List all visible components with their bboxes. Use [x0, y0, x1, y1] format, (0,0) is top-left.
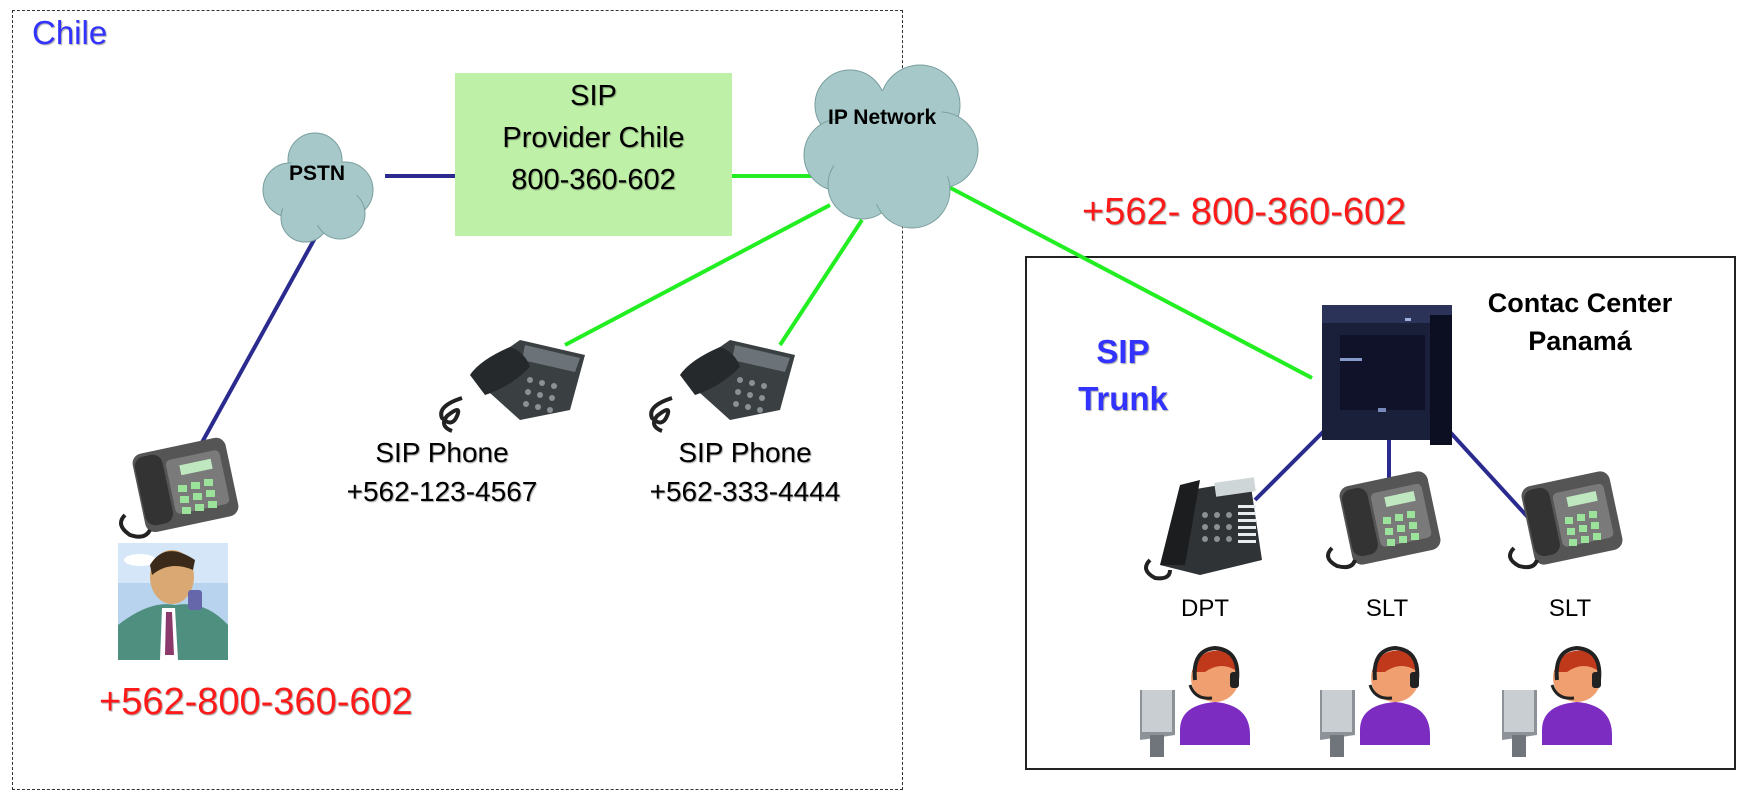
pstn-cloud-label: PSTN	[289, 162, 346, 185]
ip-network-cloud-label: IP Network	[828, 106, 937, 129]
pstn-cloud-icon	[262, 132, 374, 243]
sip-phone-1-icon	[439, 340, 585, 433]
slt-1-label: SLT	[1365, 595, 1409, 622]
link-ip-pbx	[944, 183, 1313, 380]
pbx-cabinet-icon	[1322, 305, 1452, 445]
sip-phone-1-number: +562-123-4567	[346, 476, 538, 507]
agent-1-icon	[1140, 645, 1250, 757]
dpt-label: DPT	[1181, 595, 1229, 622]
provider-line-3: 800-360-602	[511, 164, 676, 196]
caller-person-image	[118, 543, 228, 660]
link-ip-sip-phone-1	[564, 203, 831, 347]
sip-phone-2-label: SIP Phone	[678, 437, 812, 468]
sip-phone-2-icon	[649, 340, 795, 433]
provider-line-2: Provider Chile	[502, 122, 685, 154]
provider-line-1: SIP	[570, 80, 617, 112]
link-pstn-analog-phone	[198, 237, 317, 447]
link-ip-sip-phone-2	[778, 218, 864, 347]
slt-phone-2-icon	[1508, 471, 1623, 570]
sip-trunk-label-line-1: SIP	[1096, 333, 1150, 370]
caller-number: +562-800-360-602	[99, 681, 413, 723]
dpt-phone-icon	[1144, 477, 1262, 581]
sip-provider-box: SIP Provider Chile 800-360-602	[455, 73, 732, 236]
link-pbx-slt-2	[1448, 430, 1537, 527]
chile-region-label: Chile	[32, 14, 108, 51]
sip-phone-1-label: SIP Phone	[375, 437, 509, 468]
panama-title-line-1: Contac Center	[1487, 288, 1673, 318]
sip-phone-2-number: +562-333-4444	[649, 476, 841, 507]
sip-trunk-label-line-2: Trunk	[1078, 380, 1168, 417]
analog-phone-icon	[119, 437, 239, 539]
panama-title-line-2: Panamá	[1528, 326, 1632, 356]
panama-contact-center-region	[1025, 256, 1736, 770]
trunk-number: +562- 800-360-602	[1082, 191, 1407, 233]
agent-2-icon	[1320, 645, 1430, 757]
ip-network-cloud-icon	[803, 64, 979, 229]
slt-phone-1-icon	[1326, 471, 1441, 570]
slt-2-label: SLT	[1548, 595, 1592, 622]
link-pbx-dpt	[1253, 428, 1327, 502]
agent-3-icon	[1502, 645, 1612, 757]
